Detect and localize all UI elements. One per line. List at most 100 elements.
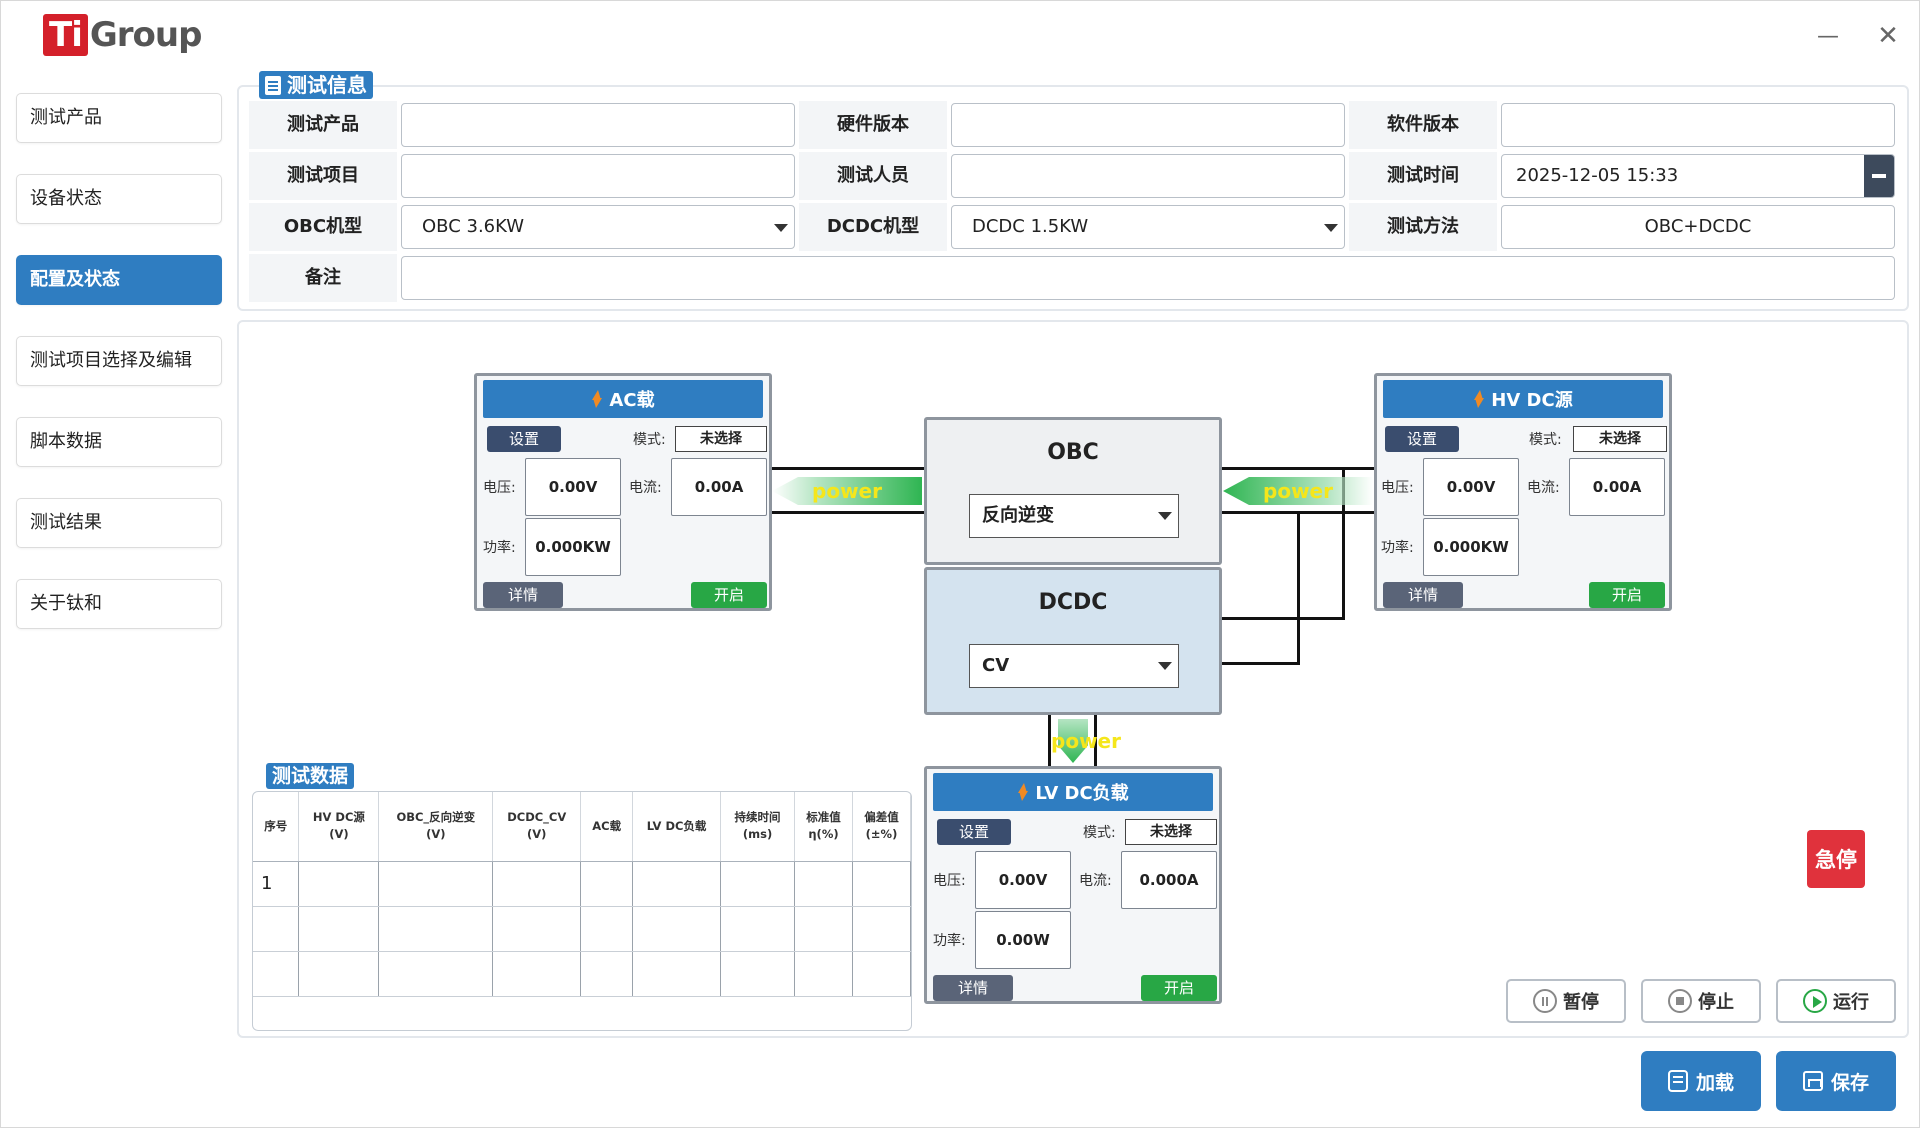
sidebar-item-config-status[interactable]: 配置及状态: [16, 255, 222, 305]
save-button[interactable]: 保存: [1776, 1051, 1896, 1111]
sidebar: 测试产品 设备状态 配置及状态 测试项目选择及编辑 脚本数据 测试结果 关于钛和: [16, 93, 222, 660]
table-row[interactable]: [253, 906, 911, 952]
obc-model-select[interactable]: OBC 3.6KW: [401, 205, 795, 249]
sidebar-item-script-data[interactable]: 脚本数据: [16, 417, 222, 467]
lv-dc-mode-select[interactable]: 未选择: [1125, 819, 1217, 845]
test-method-label: 测试方法: [1349, 203, 1497, 251]
power-flow-label: power: [1051, 729, 1121, 753]
obc-block: OBC 反向逆变: [924, 417, 1222, 565]
test-item-label: 测试项目: [249, 152, 397, 200]
remark-input[interactable]: [401, 256, 1895, 300]
lv-dc-details-button[interactable]: 详情: [933, 975, 1013, 1001]
wire: [1094, 713, 1097, 767]
close-icon[interactable]: ✕: [1877, 21, 1899, 51]
wire: [1297, 511, 1300, 664]
col-lv-dc-load[interactable]: LV DC负载: [632, 792, 722, 862]
test-info-title: 测试信息: [259, 71, 373, 99]
minus-icon: [1872, 174, 1886, 178]
bolt-icon: [591, 390, 603, 408]
lv-dc-power: 0.00W: [975, 911, 1071, 969]
ac-load-start-button[interactable]: 开启: [691, 582, 767, 608]
sidebar-item-about[interactable]: 关于钛和: [16, 579, 222, 629]
chevron-down-icon: [774, 224, 788, 232]
sw-version-input[interactable]: [1501, 103, 1895, 147]
hv-dc-start-button[interactable]: 开启: [1589, 582, 1665, 608]
wire: [770, 467, 926, 470]
tester-input[interactable]: [951, 154, 1345, 198]
bolt-icon: [1017, 783, 1029, 801]
load-button[interactable]: 加载: [1641, 1051, 1761, 1111]
sidebar-item-test-product[interactable]: 测试产品: [16, 93, 222, 143]
col-hv-dc[interactable]: HV DC源(V): [298, 792, 380, 862]
hv-dc-source-card: HV DC源 设置 模式: 未选择 电压: 0.00V 电流: 0.00A 功率…: [1374, 373, 1672, 611]
chevron-down-icon: [1324, 224, 1338, 232]
product-input[interactable]: [401, 103, 795, 147]
lv-dc-load-card: LV DC负载 设置 模式: 未选择 电压: 0.00V 电流: 0.000A …: [924, 766, 1222, 1004]
hw-version-label: 硬件版本: [799, 101, 947, 149]
sidebar-item-test-results[interactable]: 测试结果: [16, 498, 222, 548]
product-label: 测试产品: [249, 101, 397, 149]
test-method-field[interactable]: OBC+DCDC: [1501, 205, 1895, 249]
tigroup-logo: Ti Group: [43, 13, 202, 57]
stop-button[interactable]: 停止: [1641, 979, 1761, 1023]
date-picker-button[interactable]: [1864, 155, 1894, 197]
ac-load-settings-button[interactable]: 设置: [487, 426, 561, 452]
hv-dc-mode-select[interactable]: 未选择: [1573, 426, 1667, 452]
obc-mode-select[interactable]: 反向逆变: [969, 494, 1179, 538]
document-icon: [265, 75, 281, 95]
col-obc[interactable]: OBC_反向逆变(V): [378, 792, 494, 862]
dcdc-model-select[interactable]: DCDC 1.5KW: [951, 205, 1345, 249]
lv-dc-settings-button[interactable]: 设置: [937, 819, 1011, 845]
ac-load-mode-select[interactable]: 未选择: [675, 426, 767, 452]
pause-button[interactable]: 暂停: [1506, 979, 1626, 1023]
col-index[interactable]: 序号: [253, 792, 300, 862]
test-data-table: 序号 HV DC源(V) OBC_反向逆变(V) DCDC_CV(V) AC载 …: [252, 791, 912, 1031]
ac-load-details-button[interactable]: 详情: [483, 582, 563, 608]
hv-dc-details-button[interactable]: 详情: [1383, 582, 1463, 608]
hv-dc-source-header: HV DC源: [1383, 380, 1663, 418]
wire: [1220, 617, 1345, 620]
col-duration[interactable]: 持续时间(ms): [720, 792, 796, 862]
test-time-label: 测试时间: [1349, 152, 1497, 200]
hw-version-input[interactable]: [951, 103, 1345, 147]
power-flow-arrow: power: [1223, 477, 1373, 505]
minimize-icon[interactable]: —: [1817, 23, 1839, 49]
ac-load-header: AC载: [483, 380, 763, 418]
test-item-input[interactable]: [401, 154, 795, 198]
ac-load-voltage: 0.00V: [525, 458, 621, 516]
hv-dc-settings-button[interactable]: 设置: [1385, 426, 1459, 452]
emergency-stop-button[interactable]: 急停: [1807, 830, 1865, 888]
col-dcdc[interactable]: DCDC_CV(V): [492, 792, 582, 862]
col-deviation[interactable]: 偏差值(±%): [852, 792, 911, 862]
save-icon: [1802, 1071, 1823, 1091]
wire: [1342, 467, 1345, 619]
wire: [770, 511, 926, 514]
lv-dc-start-button[interactable]: 开启: [1141, 975, 1217, 1001]
sidebar-item-test-item-edit[interactable]: 测试项目选择及编辑: [16, 336, 222, 386]
database-icon: [1667, 1070, 1688, 1092]
lv-dc-current: 0.000A: [1121, 851, 1217, 909]
stop-icon: [1668, 989, 1692, 1013]
power-flow-arrow: power: [772, 477, 922, 505]
run-button[interactable]: 运行: [1776, 979, 1896, 1023]
chevron-down-icon: [1158, 512, 1172, 520]
dcdc-model-label: DCDC机型: [799, 203, 947, 251]
test-time-input[interactable]: 2025-12-05 15:33: [1501, 154, 1895, 198]
table-header-row: 序号 HV DC源(V) OBC_反向逆变(V) DCDC_CV(V) AC载 …: [253, 792, 911, 862]
hv-dc-voltage: 0.00V: [1423, 458, 1519, 516]
dcdc-block: DCDC CV: [924, 567, 1222, 715]
sidebar-item-device-status[interactable]: 设备状态: [16, 174, 222, 224]
col-ac-load[interactable]: AC载: [580, 792, 634, 862]
pause-icon: [1533, 989, 1557, 1013]
hv-dc-power: 0.000KW: [1423, 518, 1519, 576]
dcdc-mode-select[interactable]: CV: [969, 644, 1179, 688]
wire: [1220, 662, 1300, 665]
test-data-title: 测试数据: [266, 763, 355, 789]
table-row[interactable]: [253, 951, 911, 997]
ac-load-power: 0.000KW: [525, 518, 621, 576]
ac-load-current: 0.00A: [671, 458, 767, 516]
hv-dc-current: 0.00A: [1569, 458, 1665, 516]
table-row[interactable]: 1: [253, 861, 911, 907]
